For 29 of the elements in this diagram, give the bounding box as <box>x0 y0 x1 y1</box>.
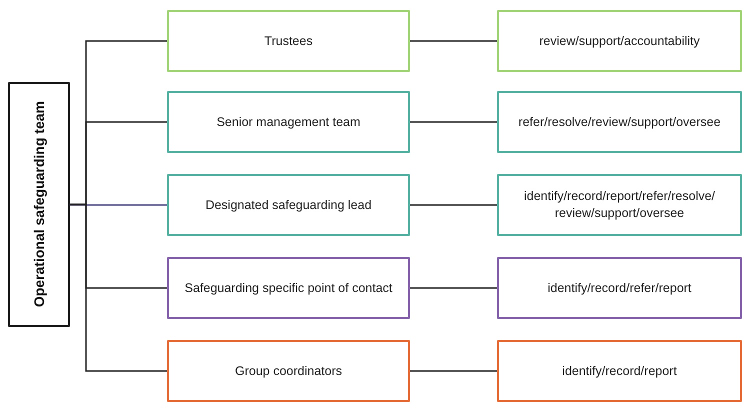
role-box <box>167 340 410 402</box>
node-label: refer/resolve/review/support/oversee <box>517 114 722 130</box>
connector-line <box>410 204 497 206</box>
role-box <box>497 257 742 319</box>
node-label: identify/record/report <box>561 362 678 380</box>
connector-line <box>410 121 497 123</box>
role-box <box>167 91 410 153</box>
connector-line <box>410 40 497 42</box>
node-label: Operational safeguarding team <box>30 101 48 308</box>
node-label: Designated safeguarding lead <box>204 196 373 214</box>
node-label: identify/record/refer/report <box>546 280 692 296</box>
node-label: Trustees <box>263 32 314 50</box>
role-box <box>497 10 742 72</box>
connector-line <box>70 204 167 206</box>
node-label: Group coordinators <box>234 362 343 380</box>
role-box <box>167 257 410 319</box>
connector-line <box>410 370 497 372</box>
role-box <box>167 10 410 72</box>
role-box <box>497 91 742 153</box>
node-label: Safeguarding specific point of contact <box>184 280 394 296</box>
connector-line <box>410 287 497 289</box>
role-box <box>167 174 410 236</box>
node-label: review/support/accountability <box>538 32 701 50</box>
node-label: Senior management team <box>216 114 362 130</box>
role-box <box>497 174 742 236</box>
team-box <box>8 82 70 327</box>
role-box <box>497 340 742 402</box>
node-label: identify/record/report/refer/resolve/ review/support/oversee <box>522 188 716 222</box>
connector-line <box>70 204 167 372</box>
